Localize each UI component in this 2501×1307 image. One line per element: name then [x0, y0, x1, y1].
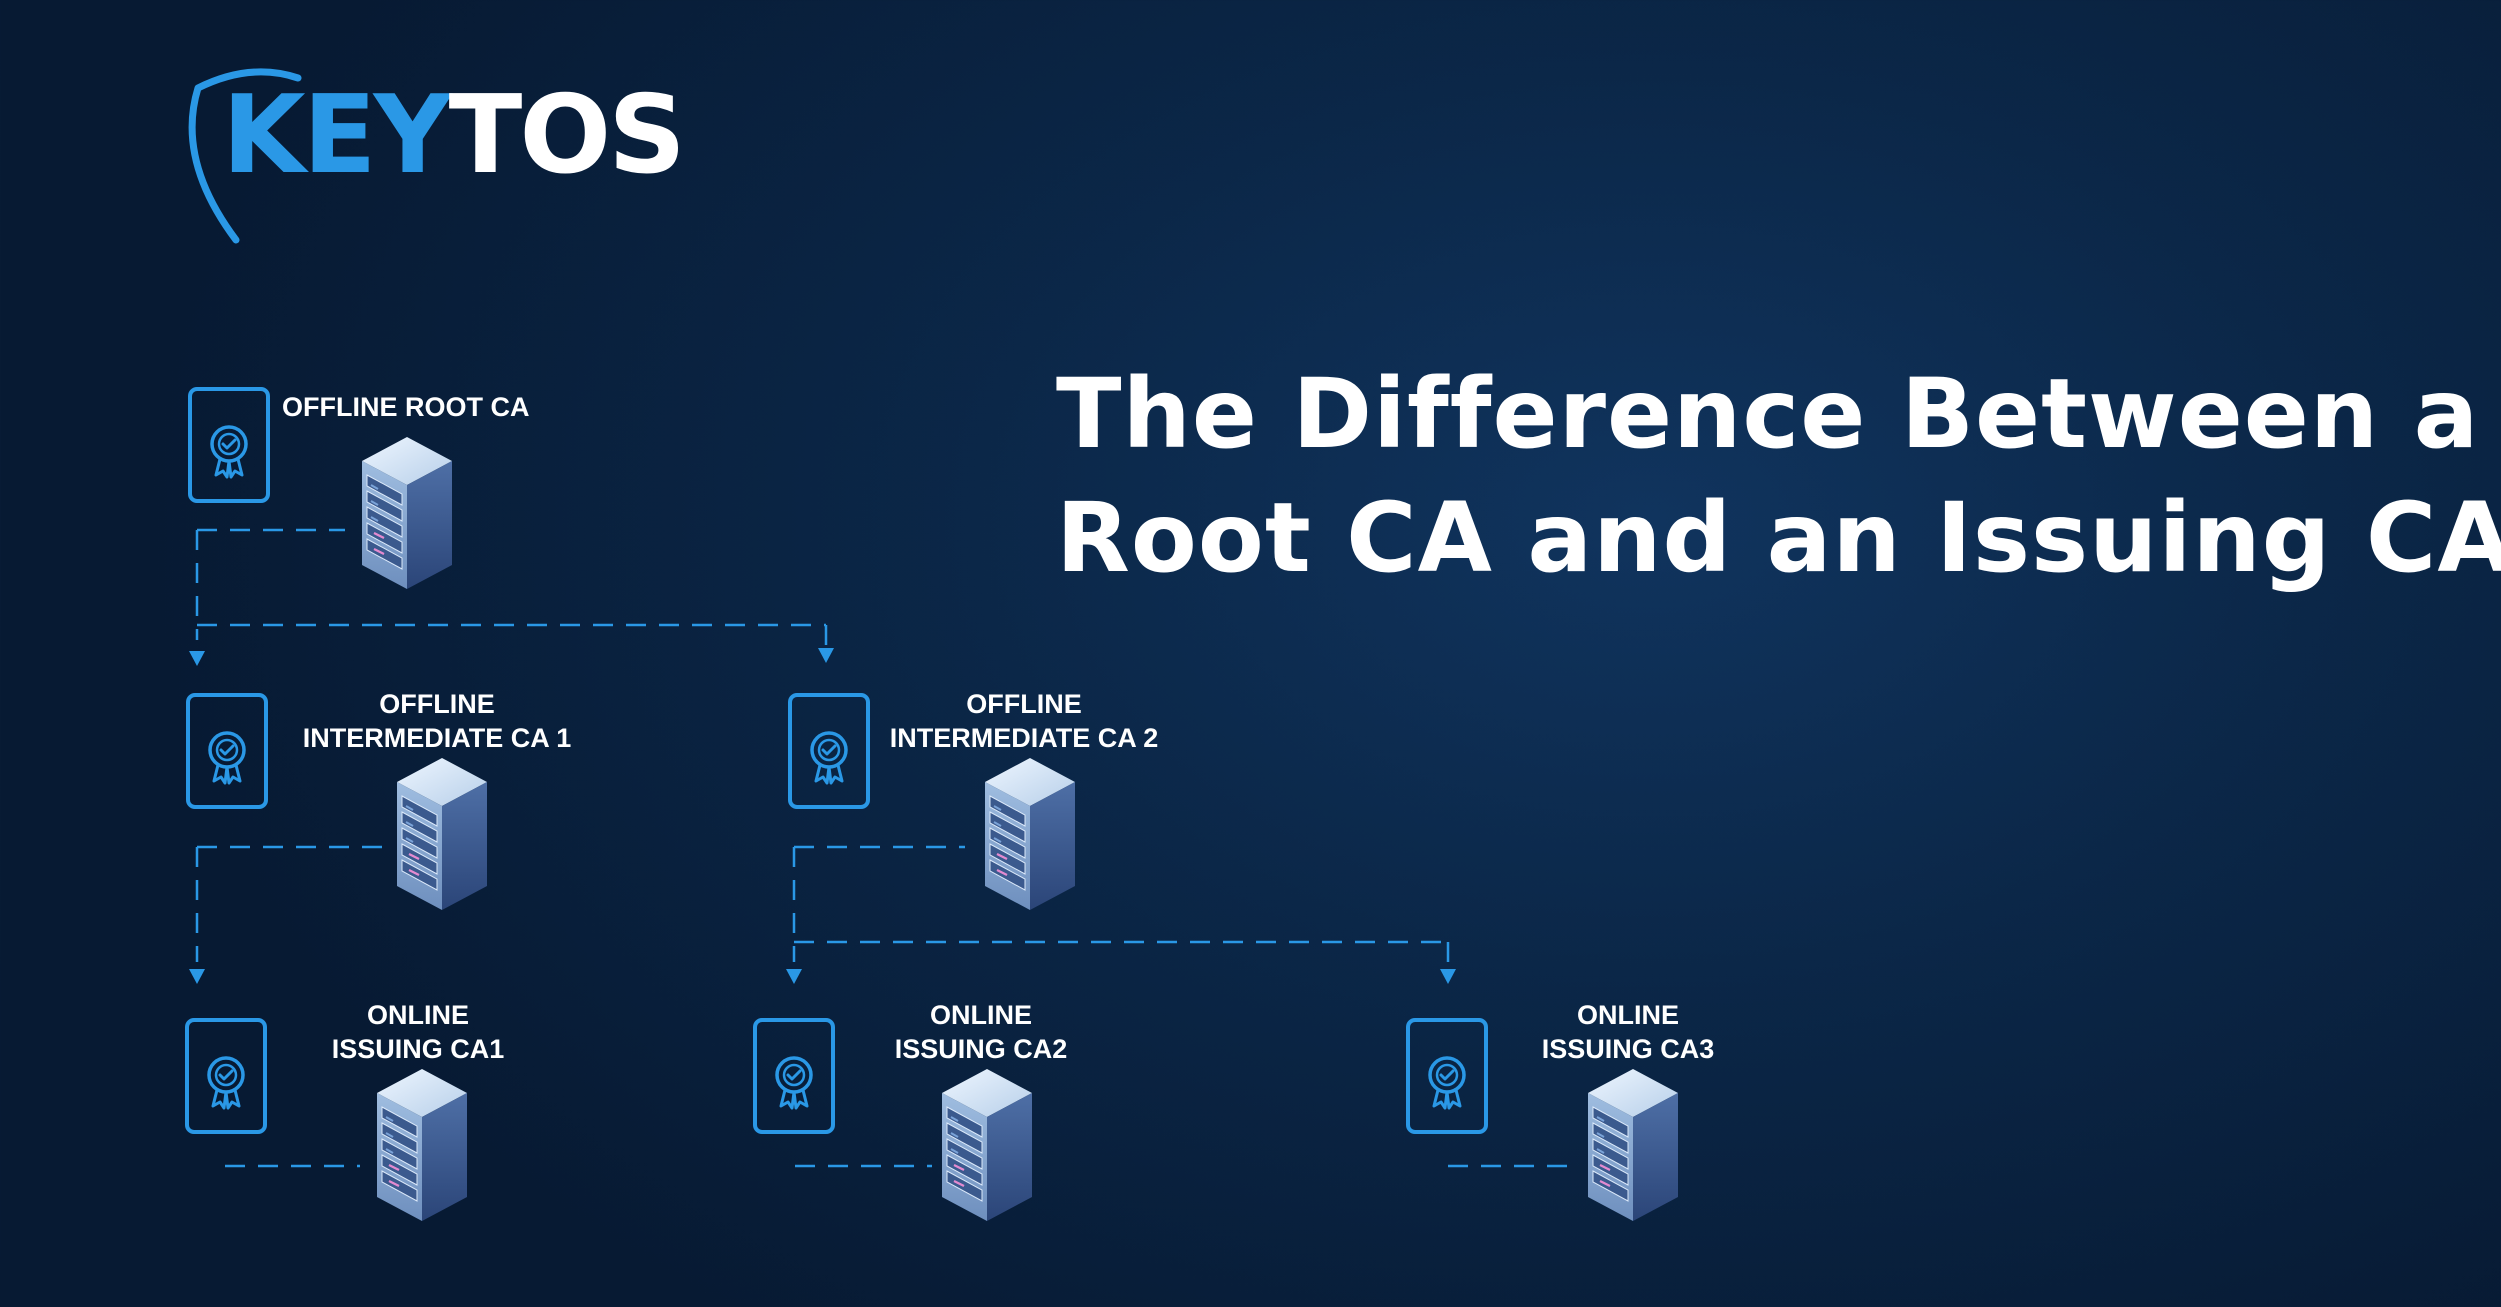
certificate-icon	[188, 387, 270, 503]
node-label-line: INTERMEDIATE CA 2	[889, 723, 1159, 753]
node-label-root-ca: OFFLINE ROOT CA	[282, 390, 529, 424]
node-label-issuing-ca3: ONLINE ISSUING CA3	[1518, 998, 1738, 1066]
arrow-down-icon	[189, 651, 205, 666]
node-label-issuing-ca1: ONLINE ISSUING CA1	[308, 998, 528, 1066]
node-label-intermediate-ca-2: OFFLINE INTERMEDIATE CA 2	[879, 687, 1169, 755]
keytos-logo: KEYTOS	[222, 82, 686, 190]
node-label-line: ONLINE	[1576, 1000, 1679, 1030]
logo-tos-text: TOS	[448, 73, 686, 198]
arrow-down-icon	[189, 969, 205, 984]
certificate-icon	[185, 1018, 267, 1134]
node-label-line: ONLINE	[929, 1000, 1032, 1030]
server-icon	[1586, 1067, 1680, 1223]
server-icon	[375, 1067, 469, 1223]
certificate-icon	[788, 693, 870, 809]
certificate-icon	[1406, 1018, 1488, 1134]
page-title-line-2: Root CA and an Issuing CA	[1056, 482, 2501, 594]
node-label-intermediate-ca-1: OFFLINE INTERMEDIATE CA 1	[292, 687, 582, 755]
certificate-icon	[186, 693, 268, 809]
node-label-line: ONLINE	[366, 1000, 469, 1030]
server-icon	[395, 756, 489, 912]
node-label-line: ISSUING CA2	[894, 1034, 1068, 1064]
node-label-line: INTERMEDIATE CA 1	[302, 723, 572, 753]
node-label-line: OFFLINE	[966, 689, 1082, 719]
connector-lines	[195, 528, 1580, 1168]
node-label-line: OFFLINE	[379, 689, 495, 719]
page-title-line-1: The Difference Between a	[1056, 358, 2480, 470]
node-label-issuing-ca2: ONLINE ISSUING CA2	[871, 998, 1091, 1066]
page-title: The Difference Between a Root CA and an …	[1056, 352, 2501, 600]
node-label-line: ISSUING CA3	[1541, 1034, 1715, 1064]
shield-icon	[188, 68, 302, 244]
server-icon	[360, 435, 454, 591]
node-label-line: ISSUING CA1	[331, 1034, 505, 1064]
logo-key-text: KEY	[222, 73, 452, 198]
certificate-icon	[753, 1018, 835, 1134]
arrow-down-icons	[189, 648, 1456, 984]
arrow-down-icon	[786, 969, 802, 984]
arrow-down-icon	[1440, 969, 1456, 984]
server-icon	[940, 1067, 1034, 1223]
server-icon	[983, 756, 1077, 912]
node-label-line: OFFLINE ROOT CA	[282, 392, 530, 422]
arrow-down-icon	[818, 648, 834, 663]
